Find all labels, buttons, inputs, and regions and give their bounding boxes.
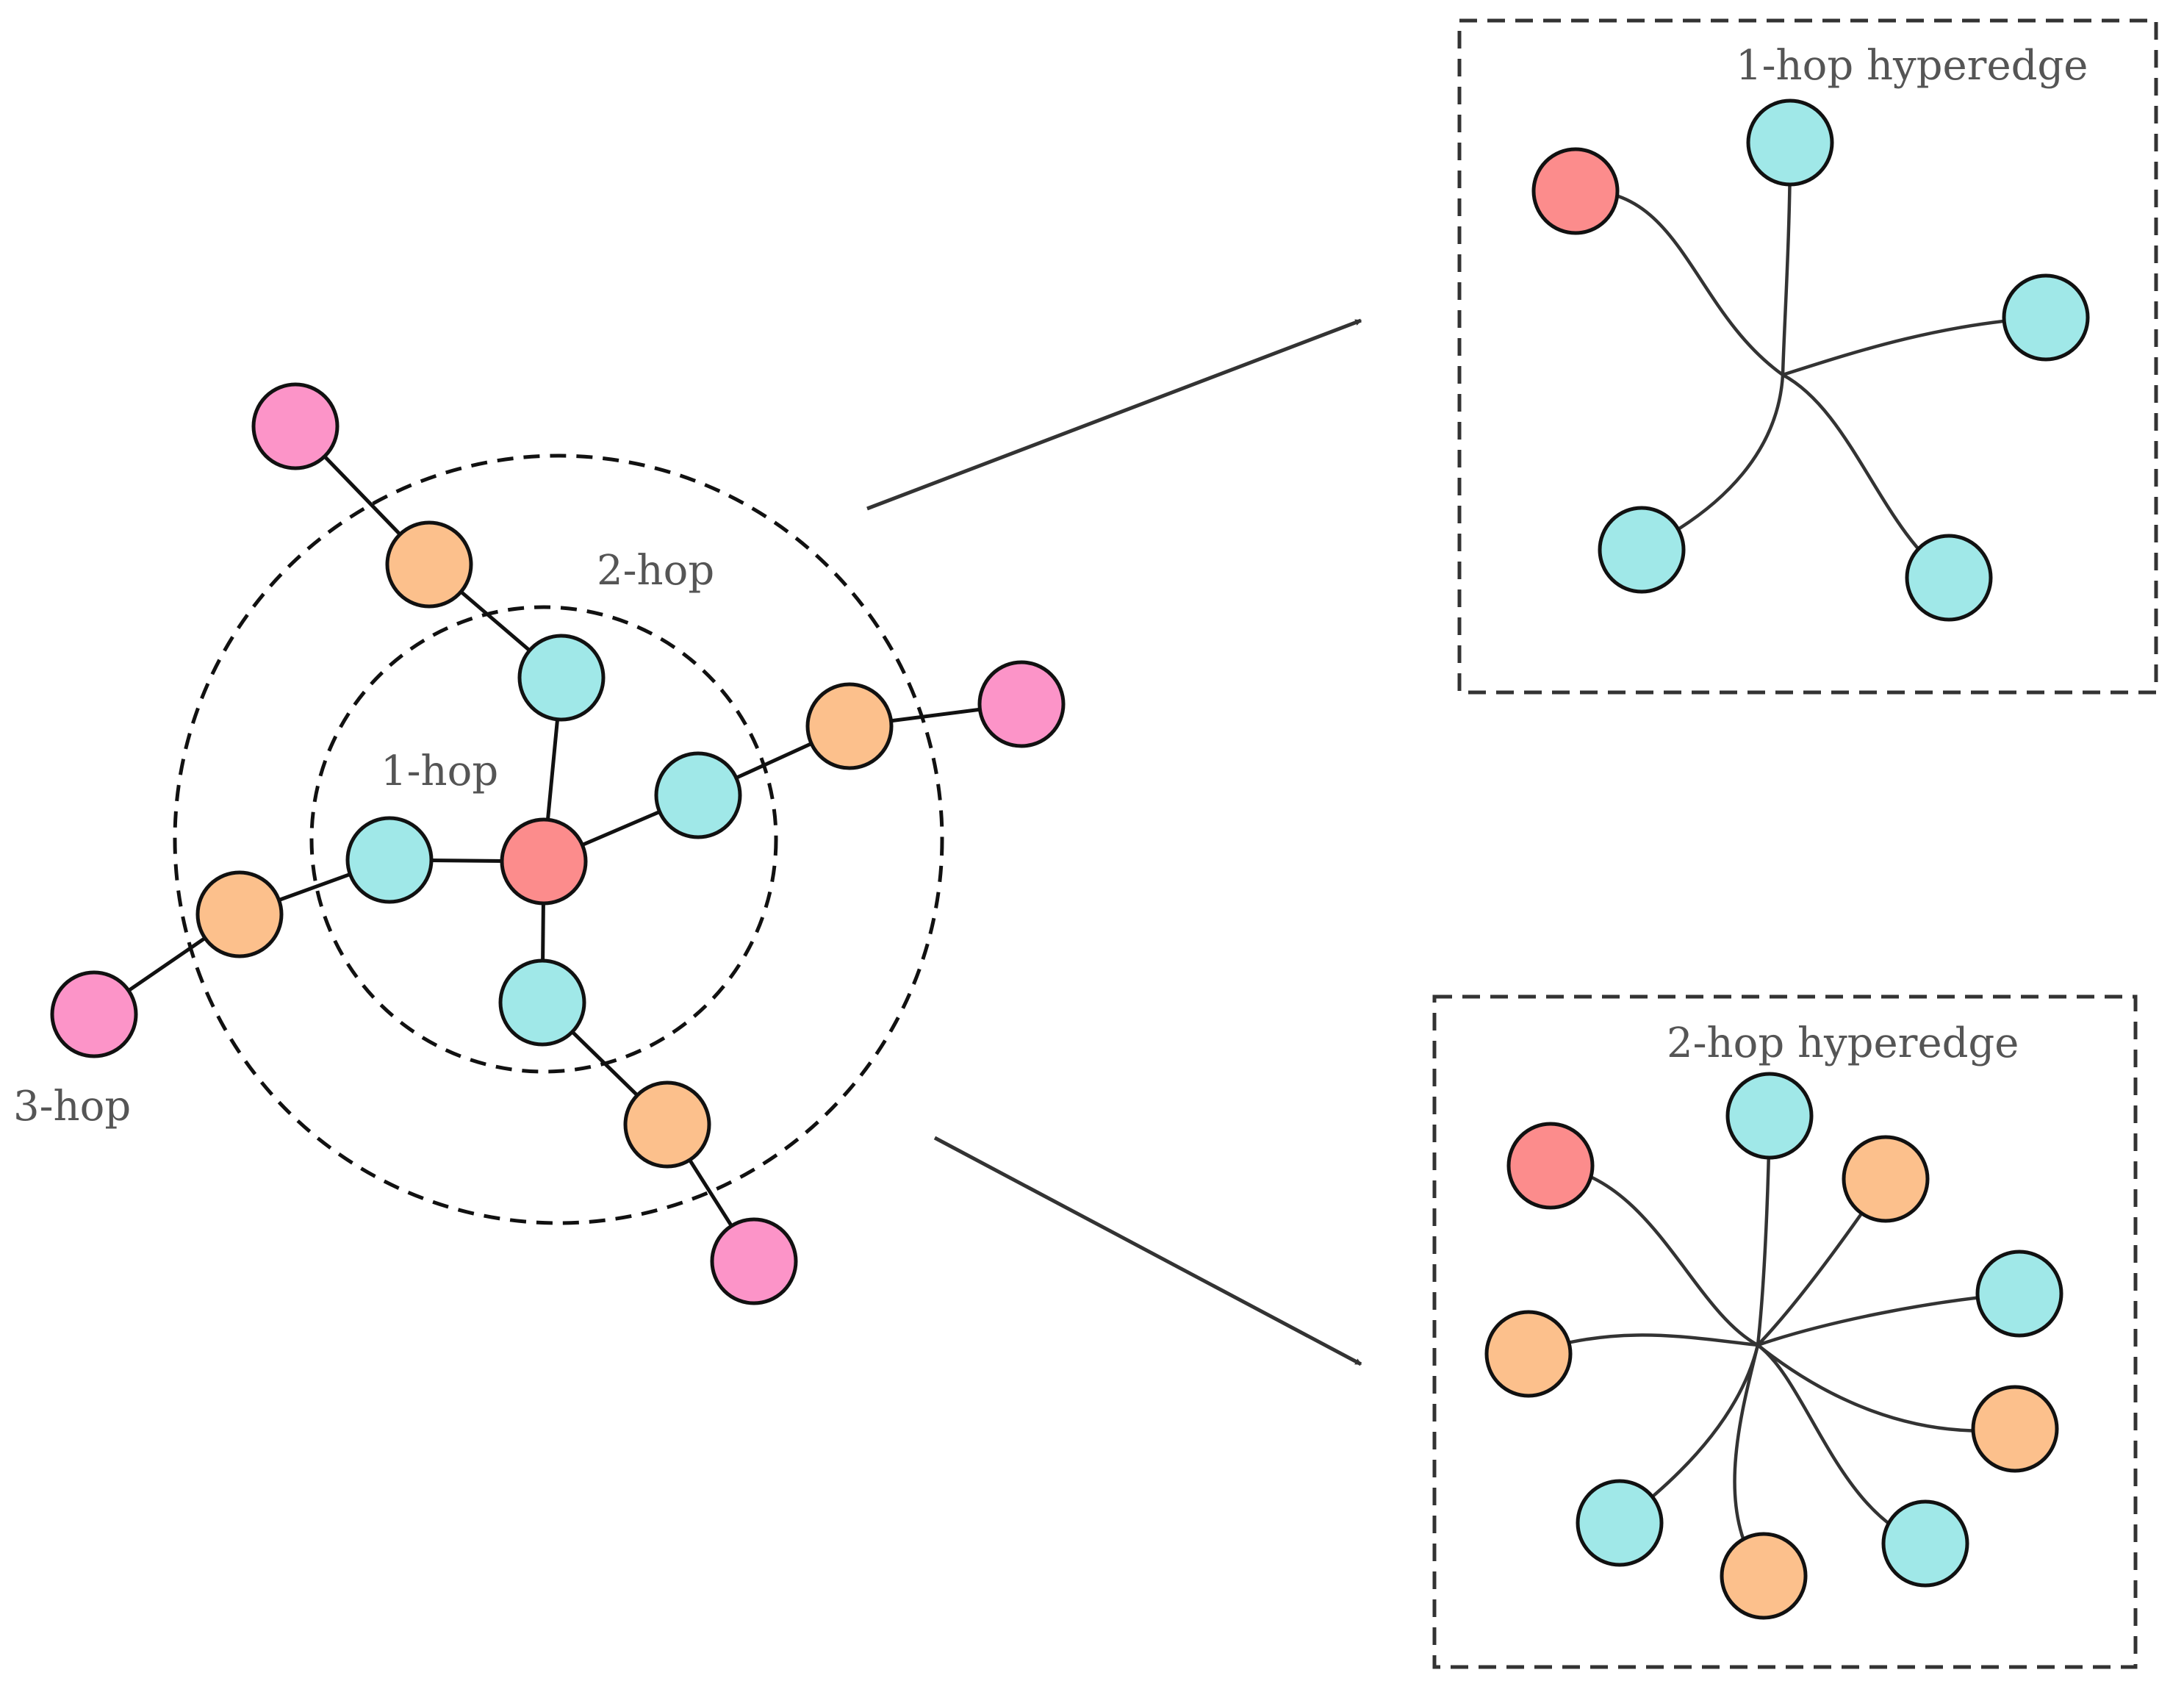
neighborhood-graph: 2-hop 1-hop 3-hop — [13, 382, 1066, 1305]
arrow-to-1-hop-hyperedge — [866, 318, 1362, 511]
label-2-hop: 2-hop — [597, 547, 714, 595]
hop2-node — [623, 1080, 711, 1169]
hop1-node — [1975, 1250, 2063, 1338]
hop3-node — [977, 660, 1066, 748]
panel-title-2-hop-hyperedge: 2-hop hyperedge — [1667, 1019, 2019, 1067]
hop1-node — [1905, 534, 1993, 622]
hop2-node — [1971, 1385, 2059, 1473]
center-node — [500, 817, 588, 906]
hop2-node — [1720, 1532, 1808, 1620]
hop1-node — [1576, 1479, 1664, 1567]
hop1-node — [345, 816, 434, 904]
label-1-hop: 1-hop — [381, 748, 498, 795]
hop2-node — [385, 520, 473, 609]
hop1-node — [1881, 1499, 1969, 1588]
hop1-node — [517, 634, 606, 722]
hop3-node — [251, 382, 340, 470]
hop1-node — [654, 751, 742, 839]
panel-frame — [1432, 994, 2138, 1669]
hop3-node — [710, 1217, 798, 1305]
center-node — [1506, 1122, 1595, 1210]
hop2-node — [195, 870, 284, 958]
hop1-node — [498, 958, 586, 1047]
panel-frame — [1457, 18, 2158, 695]
hop2-node — [805, 682, 894, 770]
hop1-node — [1746, 98, 1834, 187]
hop1-node — [1598, 506, 1686, 594]
hop1-node — [2002, 273, 2090, 362]
label-3-hop: 3-hop — [13, 1083, 131, 1130]
hop1-node — [1725, 1072, 1814, 1160]
hop2-node — [1484, 1310, 1573, 1398]
arrow-to-2-hop-hyperedge — [933, 1136, 1362, 1366]
panel-2-hop-hyperedge: 2-hop hyperedge — [1432, 994, 2138, 1669]
center-node — [1531, 147, 1620, 235]
hop3-node — [50, 970, 138, 1058]
panel-title-1-hop-hyperedge: 1-hop hyperedge — [1736, 42, 2088, 90]
panel-1-hop-hyperedge: 1-hop hyperedge — [1457, 18, 2158, 695]
hop2-node — [1842, 1135, 1930, 1223]
ring-1-hop — [309, 605, 778, 1074]
ring-2-hop — [173, 454, 944, 1225]
